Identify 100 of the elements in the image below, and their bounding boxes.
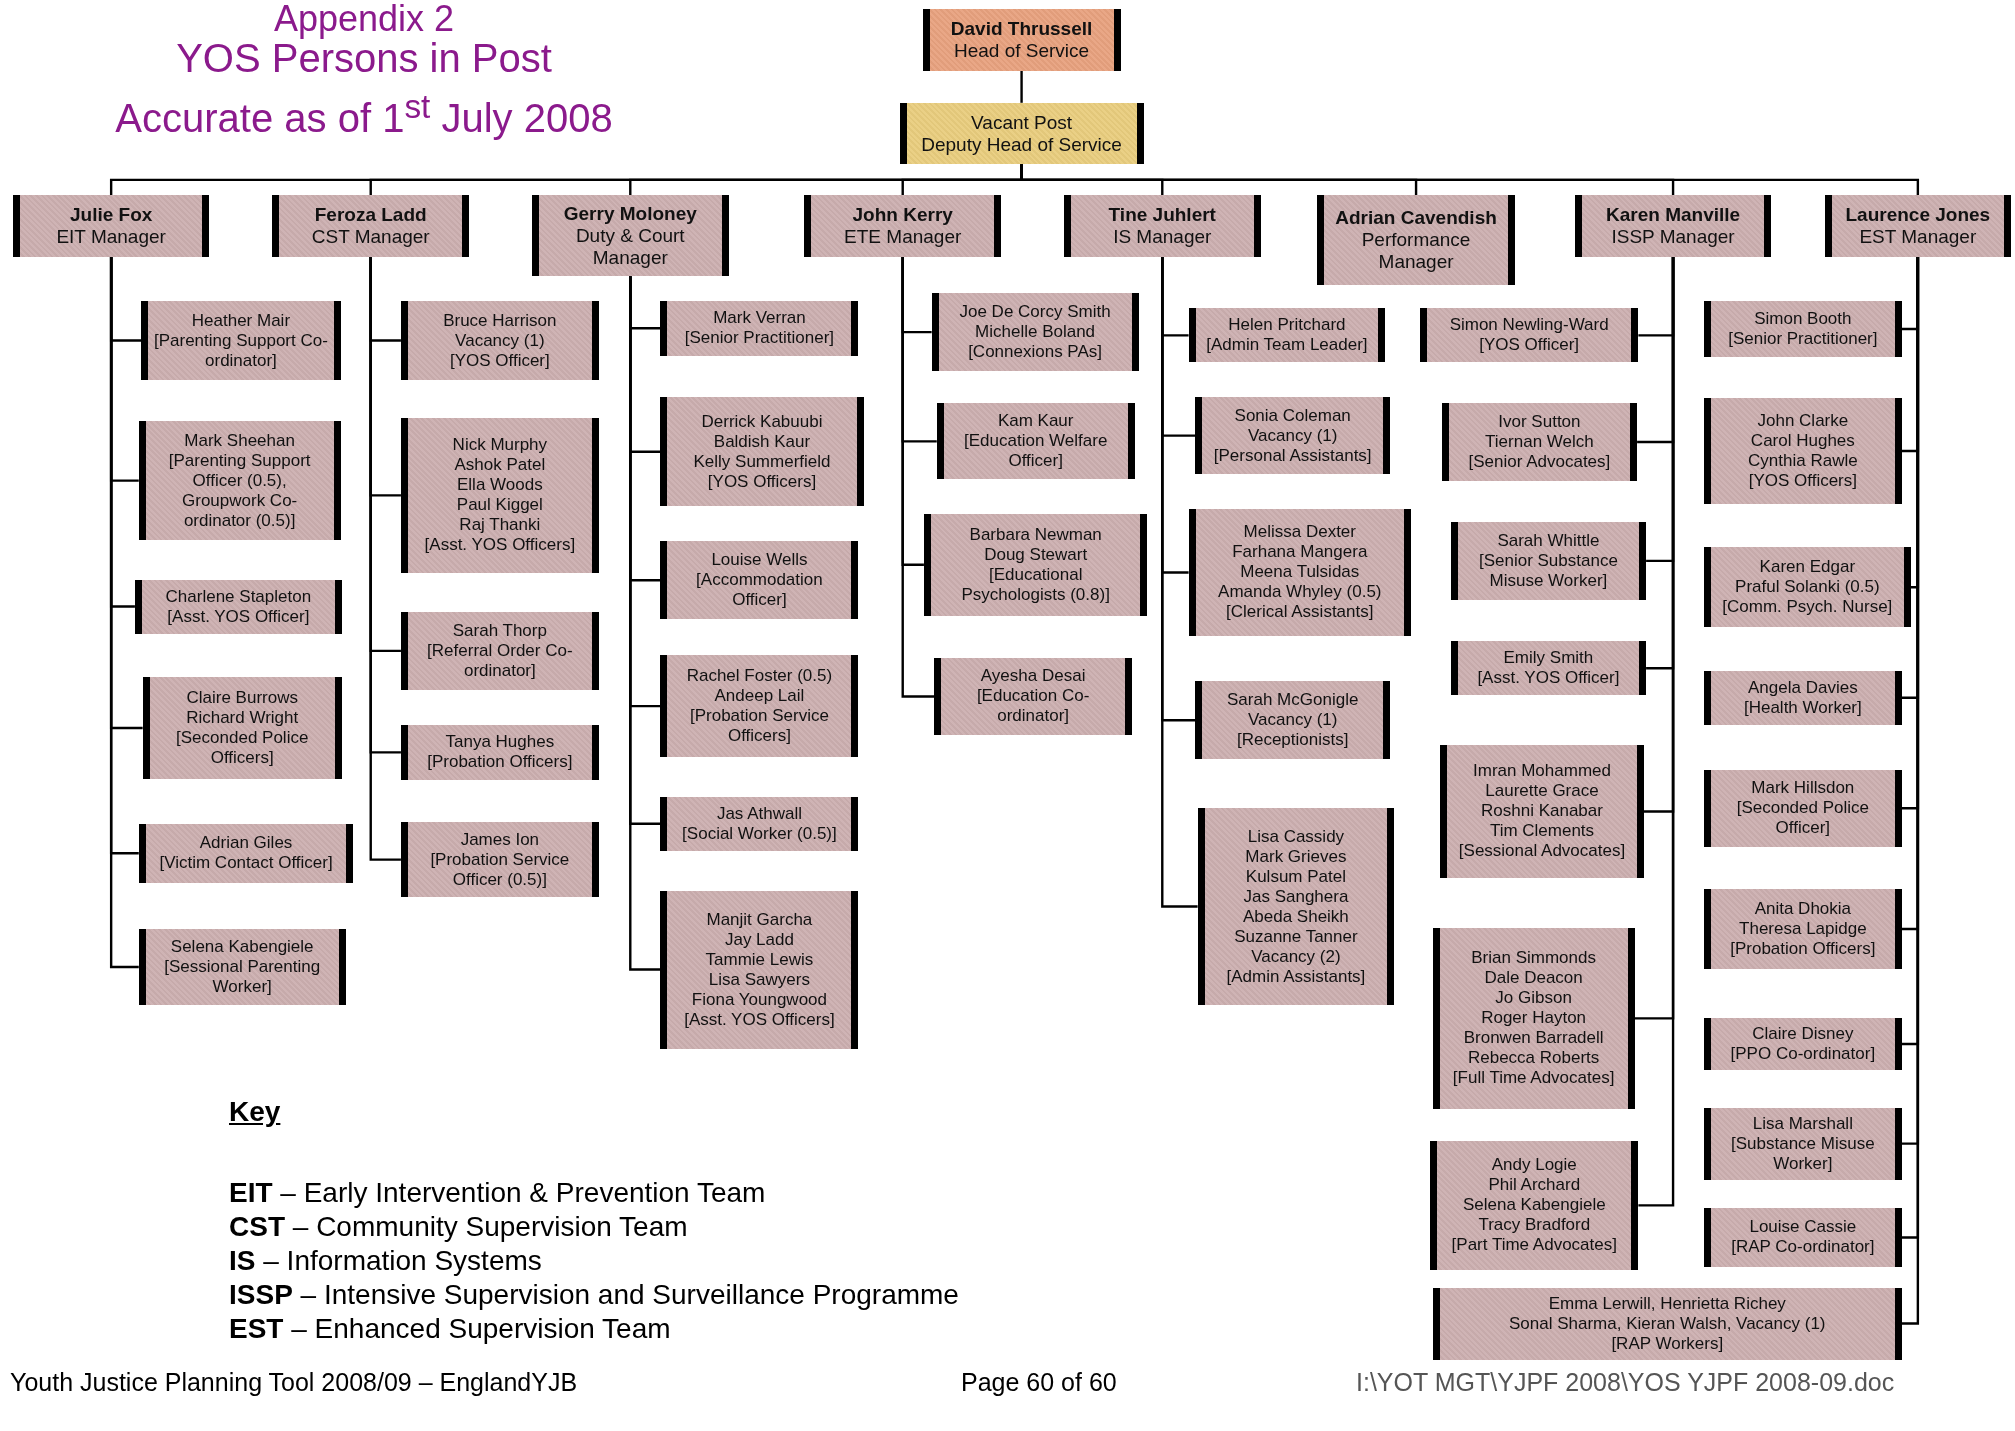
name-text: Roger Hayton xyxy=(1481,1008,1587,1029)
role-text: [YOS Officers] xyxy=(707,471,817,492)
name-text: Kam Kaur xyxy=(997,411,1074,432)
job-title: Deputy Head of Service xyxy=(921,133,1122,156)
connector-line xyxy=(1638,257,1675,1207)
staff-box xyxy=(1432,927,1635,1109)
role-text: [Educational Psychologists (0.8)] xyxy=(960,564,1111,605)
name-text: Paul Kiggel xyxy=(456,495,543,516)
name-text: Lisa Marshall xyxy=(1752,1113,1853,1134)
name-text: Andy Logie xyxy=(1491,1155,1577,1176)
role-text: [Seconded Police Officer] xyxy=(1735,798,1870,839)
manager-box xyxy=(12,195,210,257)
name-text: Tanya Hughes xyxy=(445,732,555,753)
heading-text: Accurate as of 1$^{st}$ July 2008 xyxy=(114,88,614,142)
name-text: Vacancy (2) xyxy=(1251,946,1341,967)
role-text: [YOS Officer] xyxy=(449,350,550,371)
staff-box xyxy=(1703,1107,1902,1180)
name-text: Rebecca Roberts xyxy=(1467,1048,1600,1069)
manager-box xyxy=(1317,195,1515,286)
key-heading: Key xyxy=(229,1096,281,1128)
staff-box xyxy=(660,796,859,851)
name-text: Adrian Giles xyxy=(199,833,293,854)
name-text: Theresa Lapidge xyxy=(1739,919,1867,940)
role-text: [Full Time Advocates] xyxy=(1452,1068,1615,1089)
role-text: [Admin Team Leader] xyxy=(1206,335,1368,356)
name-text: Lisa Cassidy xyxy=(1247,826,1345,847)
connector-line xyxy=(109,257,139,969)
role-text: [Personal Assistants] xyxy=(1213,445,1372,466)
deputy-box xyxy=(899,102,1144,165)
name-text: Derrick Kabuubi xyxy=(701,411,823,432)
staff-box xyxy=(936,403,1135,480)
job-title: ETE Manager xyxy=(844,226,962,249)
name-text: Feroza Ladd xyxy=(314,204,427,227)
name-text: Gerry Moloney xyxy=(563,202,697,225)
staff-box xyxy=(1188,308,1386,363)
name-text: Brian Simmonds xyxy=(1471,948,1596,969)
name-text: Phil Archard xyxy=(1488,1175,1581,1196)
staff-box xyxy=(1195,681,1391,760)
role-text: [Senior Substance Misuse Worker] xyxy=(1477,550,1619,591)
role-text: [Referral Order Co-ordinator] xyxy=(426,640,574,681)
name-text: Claire Burrows xyxy=(186,687,298,708)
role-text: [Victim Contact Officer] xyxy=(159,853,333,874)
connector-line xyxy=(1161,257,1198,908)
staff-box xyxy=(400,724,599,780)
staff-box xyxy=(1440,745,1644,878)
staff-box xyxy=(1703,1017,1902,1071)
staff-box xyxy=(141,300,341,381)
staff-box xyxy=(1195,397,1391,475)
role-text: [Comm. Psych. Nurse] xyxy=(1722,597,1893,618)
connector-line xyxy=(901,257,935,698)
name-text: James Ion xyxy=(460,829,540,850)
name-text: Simon Newling-Ward xyxy=(1449,315,1609,336)
name-text: Selena Kabengiele xyxy=(170,936,314,957)
role-text: [Probation Service Officers] xyxy=(688,706,830,747)
name-text: Sarah Whittle xyxy=(1497,530,1600,551)
staff-box xyxy=(660,541,859,620)
name-text: Karen Manville xyxy=(1606,204,1741,227)
job-title: Head of Service xyxy=(953,39,1090,62)
name-text: Charlene Stapleton xyxy=(165,586,312,607)
name-text: Carol Hughes xyxy=(1750,431,1855,451)
name-text: Louise Cassie xyxy=(1749,1217,1857,1238)
name-text: Emma Lerwill, Henrietta Richey xyxy=(1548,1293,1786,1314)
role-text: [Social Worker (0.5)] xyxy=(682,823,837,844)
name-text: Sonia Coleman xyxy=(1234,405,1351,426)
staff-box xyxy=(1703,889,1902,969)
name-text: Bruce Harrison xyxy=(443,310,557,331)
name-text: Julie Fox xyxy=(69,204,153,227)
key-entry: CST – Community Supervision Team xyxy=(229,1211,688,1243)
staff-box xyxy=(134,579,342,634)
footer-text: Youth Justice Planning Tool 2008/09 – EnglandYJB xyxy=(10,1368,578,1397)
name-text: Imran Mohammed xyxy=(1473,761,1611,782)
name-text: Joe De Corcy Smith xyxy=(959,302,1111,323)
name-text: Karen Edgar xyxy=(1759,557,1856,578)
role-text: [Education Welfare Officer] xyxy=(963,431,1109,472)
key-entry: EST – Enhanced Supervision Team xyxy=(229,1313,671,1345)
role-text: [Asst. YOS Officers] xyxy=(424,535,576,556)
role-text: [RAP Co-ordinator] xyxy=(1731,1237,1875,1258)
name-text: Richard Wright xyxy=(186,707,299,728)
name-text: Baldish Kaur xyxy=(713,431,811,452)
role-text: [Parenting Support Officer (0.5), Groupwork Co-ordinator (0.5)] xyxy=(167,450,312,531)
name-text: Farhana Mangera xyxy=(1232,542,1368,563)
name-text: Louise Wells xyxy=(711,550,808,571)
staff-box xyxy=(1430,1141,1639,1270)
name-text: Laurence Jones xyxy=(1845,204,1991,227)
name-text: Manjit Garcha xyxy=(706,909,813,930)
name-text: Emily Smith xyxy=(1503,648,1594,669)
name-text: Raj Thanki xyxy=(459,515,541,536)
name-text: Ivor Sutton xyxy=(1498,412,1581,433)
staff-box xyxy=(1419,308,1639,363)
role-text: [Substance Misuse Worker] xyxy=(1730,1133,1876,1174)
name-text: Cynthia Rawle xyxy=(1748,451,1858,471)
name-text: Vacancy (1) xyxy=(455,330,545,351)
name-text: Heather Mair xyxy=(191,310,291,331)
name-text: Sarah Thorp xyxy=(452,620,547,641)
name-text: Jo Gibson xyxy=(1495,988,1572,1009)
name-text: Michelle Boland xyxy=(975,322,1096,343)
name-text: Vacancy (1) xyxy=(1247,710,1338,731)
job-title: ISSP Manager xyxy=(1611,226,1735,249)
name-text: Helen Pritchard xyxy=(1228,315,1346,336)
staff-box xyxy=(934,657,1133,735)
